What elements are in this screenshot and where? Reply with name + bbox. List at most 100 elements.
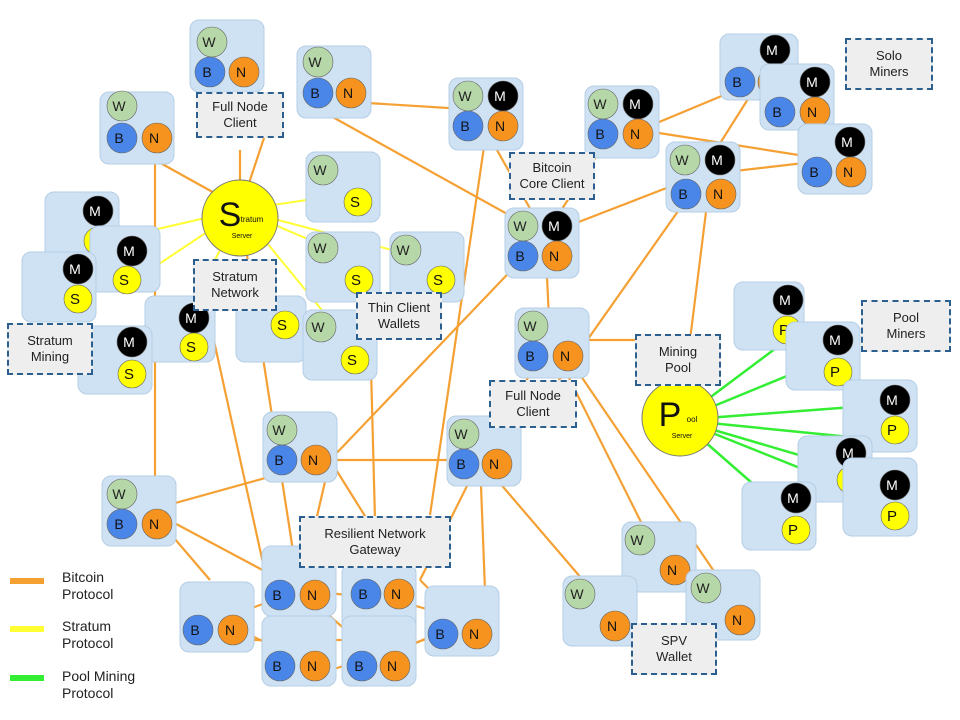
stratum-node xyxy=(340,345,370,375)
node-card: MP xyxy=(741,481,817,551)
network-node-letter: N xyxy=(469,626,479,642)
blockchain-node-letter: B xyxy=(732,74,741,90)
stratum-node xyxy=(117,359,147,389)
node-card: WS xyxy=(305,231,381,303)
network-node xyxy=(379,650,411,682)
stratum-node-letter: S xyxy=(351,272,361,289)
mining-pool-label: Mining Pool xyxy=(635,334,721,386)
wallet-node xyxy=(302,46,334,78)
miner-node-letter: M xyxy=(69,261,81,277)
full-node-client-label: Full Node Client xyxy=(196,92,284,138)
network-node xyxy=(383,578,415,610)
blockchain-node-letter: B xyxy=(310,85,319,101)
node-card: WN xyxy=(685,569,761,641)
blockchain-node xyxy=(106,508,138,540)
stratum-node-letter: S xyxy=(124,366,134,383)
wallet-node-letter: W xyxy=(513,218,527,234)
network-node xyxy=(724,604,756,636)
wallet-node-letter: W xyxy=(570,586,584,602)
miner-node-letter: M xyxy=(779,292,791,308)
wallet-node xyxy=(390,234,422,266)
node-card: MP xyxy=(842,457,918,537)
stratum-node-letter: S xyxy=(119,272,129,289)
miner-node-letter: M xyxy=(886,392,898,408)
pool-node-letter: P xyxy=(830,364,840,381)
stratum-server-sub: tratum xyxy=(241,215,264,224)
blockchain-node-letter: B xyxy=(525,348,534,364)
blockchain-node-letter: B xyxy=(809,164,818,180)
network-node-letter: N xyxy=(391,586,401,602)
blockchain-node xyxy=(670,178,702,210)
miner-node-letter: M xyxy=(841,134,853,150)
blockchain-node xyxy=(724,66,756,98)
network-node-letter: N xyxy=(307,658,317,674)
blockchain-node xyxy=(452,110,484,142)
blockchain-node xyxy=(517,340,549,372)
blockchain-node xyxy=(182,614,214,646)
network-node-letter: N xyxy=(667,562,677,578)
blockchain-node-letter: B xyxy=(358,586,367,602)
stratum-network-label: Stratum Network xyxy=(193,259,277,311)
network-node xyxy=(705,178,737,210)
network-node xyxy=(487,110,519,142)
network-node-letter: N xyxy=(630,126,640,142)
wallet-node xyxy=(305,311,337,343)
miner-node-letter: M xyxy=(123,243,135,259)
blockchain-node-letter: B xyxy=(678,186,687,202)
stratum-node xyxy=(343,187,373,217)
pool-server-caption: Server xyxy=(672,433,693,440)
miner-node xyxy=(879,469,911,501)
network-node-letter: N xyxy=(843,164,853,180)
wallet-node-letter: W xyxy=(311,319,325,335)
node-card: WS xyxy=(389,231,465,303)
thin-client-wallets-label: Thin Client Wallets xyxy=(356,292,442,340)
network-node-letter: N xyxy=(387,658,397,674)
node-card: WS xyxy=(305,151,381,223)
full-node-client-label-2: Full Node Client xyxy=(489,380,577,428)
blockchain-node-letter: B xyxy=(354,658,363,674)
blockchain-node xyxy=(801,156,833,188)
blockchain-node xyxy=(302,77,334,109)
blockchain-node xyxy=(507,240,539,272)
blockchain-node-letter: B xyxy=(515,248,524,264)
blockchain-node-letter: B xyxy=(272,658,281,674)
wallet-node xyxy=(307,154,339,186)
network-node-letter: N xyxy=(149,516,159,532)
legend-pool-swatch xyxy=(10,675,44,681)
pool-node-letter: P xyxy=(779,322,789,339)
network-node xyxy=(300,444,332,476)
miner-node xyxy=(780,482,812,514)
node-card: WN xyxy=(562,575,638,647)
stratum-node-letter: S xyxy=(433,272,443,289)
node-card: MS xyxy=(89,225,161,295)
node-card: MP xyxy=(842,379,918,453)
wallet-node-letter: W xyxy=(313,240,327,256)
blockchain-node xyxy=(350,578,382,610)
pool-server-sub: ool xyxy=(687,415,698,424)
wallet-node-letter: W xyxy=(523,318,537,334)
miner-node xyxy=(116,326,148,358)
blockchain-node xyxy=(194,56,226,88)
stratum-node-letter: S xyxy=(277,317,287,334)
blockchain-node xyxy=(266,444,298,476)
pool-node xyxy=(781,515,811,545)
stratum-server-letter: S xyxy=(219,196,242,234)
miner-node xyxy=(62,253,94,285)
network-node xyxy=(299,579,331,611)
stratum-node xyxy=(270,310,300,340)
node-card: S xyxy=(235,295,307,363)
miner-node xyxy=(116,235,148,267)
legend-stratum-swatch xyxy=(10,626,44,632)
network-node xyxy=(481,448,513,480)
network-node-letter: N xyxy=(732,612,742,628)
stratum-node xyxy=(179,332,209,362)
miner-node-letter: M xyxy=(806,74,818,90)
network-node-letter: N xyxy=(307,587,317,603)
network-node xyxy=(335,77,367,109)
blockchain-node-letter: B xyxy=(460,118,469,134)
